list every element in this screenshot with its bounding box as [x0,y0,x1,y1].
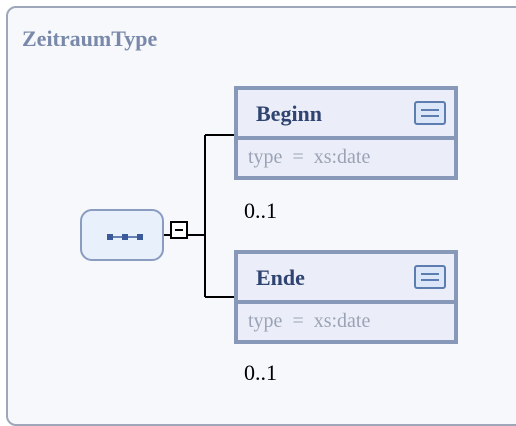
collapse-minus-icon[interactable] [170,221,188,239]
element-header: Ende [238,254,454,304]
attr-value: xs:date [313,310,371,332]
documentation-icon[interactable] [414,101,446,125]
element-box-beginn[interactable]: Beginn type = xs:date [234,86,458,180]
attr-equals: = [292,310,304,332]
documentation-icon[interactable] [414,265,446,289]
attr-label: type [248,146,283,168]
element-type-attribute: type = xs:date [248,310,370,333]
sequence-icon [107,234,143,240]
occurrence-label: 0..1 [244,360,277,385]
element-header: Beginn [238,90,454,140]
element-type-attribute: type = xs:date [248,146,370,169]
element-name: Beginn [256,101,323,126]
attr-equals: = [292,146,304,168]
sequence-compositor[interactable] [80,209,164,261]
attr-value: xs:date [313,146,371,168]
complex-type-name: ZeitraumType [22,26,158,51]
element-name: Ende [256,265,305,290]
attr-label: type [248,310,283,332]
occurrence-label: 0..1 [244,198,277,223]
element-box-ende[interactable]: Ende type = xs:date [234,250,458,344]
